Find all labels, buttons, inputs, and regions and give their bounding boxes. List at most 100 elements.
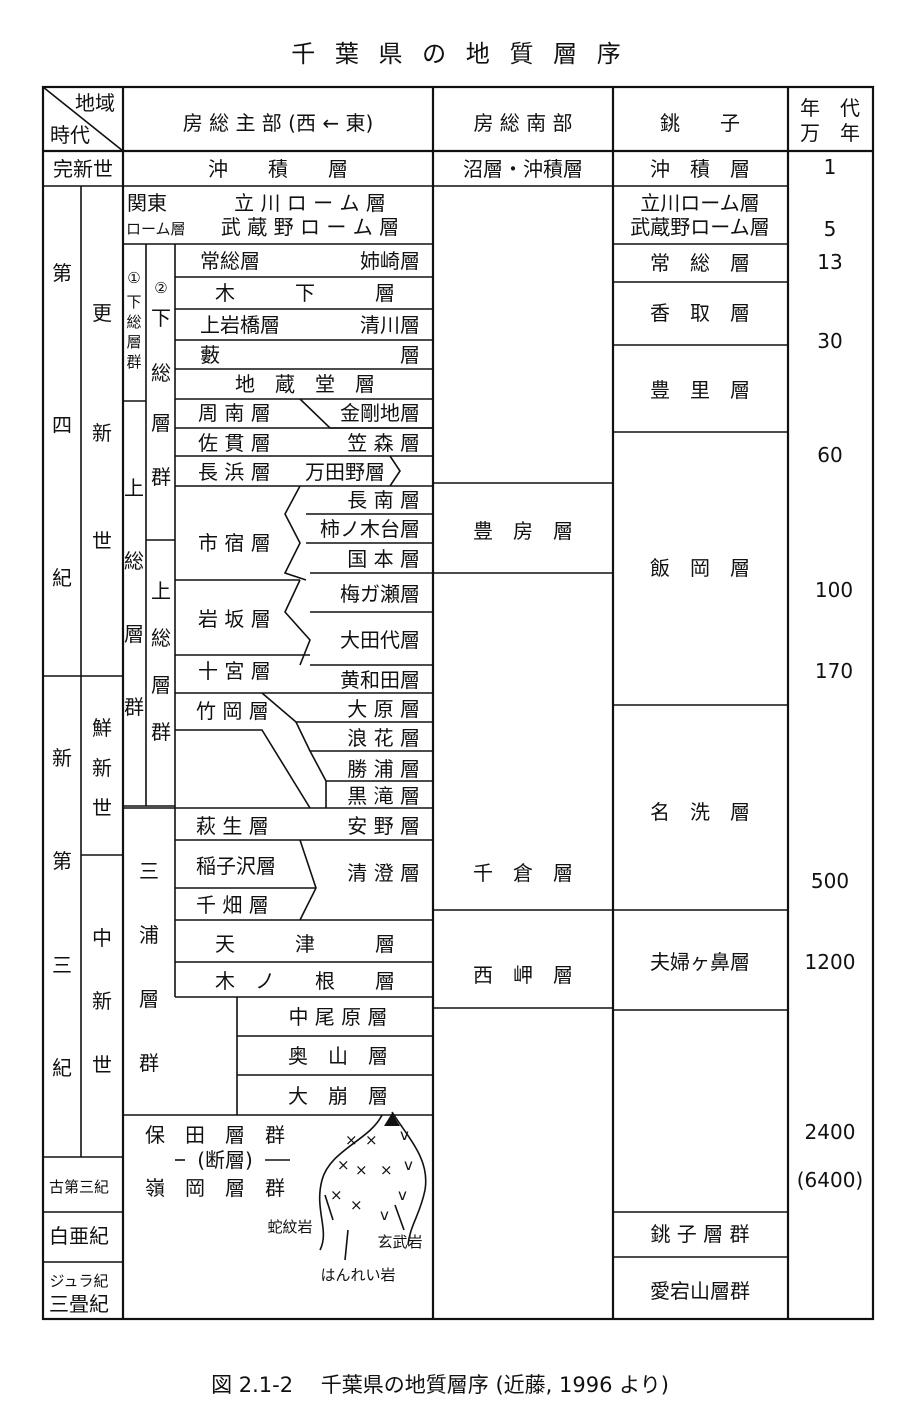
v-mark: v: [380, 1206, 389, 1224]
south-toyofusa: 豊 房 層: [473, 519, 573, 543]
group-kazusa-b: 層: [151, 673, 171, 697]
layer-kiyosumi: 清 澄 層: [347, 861, 420, 885]
group-shimousa-a: ①: [127, 269, 140, 287]
group-kazusa-a: 総: [124, 549, 144, 573]
group-shimousa-a: 下: [126, 293, 141, 311]
layer-okuyama: 奥 山 層: [288, 1044, 388, 1068]
x-mark: ×: [330, 1186, 343, 1204]
group-kazusa-b: 総: [151, 626, 171, 650]
era-shindaisanki: 三: [52, 953, 72, 977]
group-kanto-1: 関東: [127, 191, 167, 215]
choshi-tachikawa: 立川ローム層: [640, 191, 759, 215]
layer-kiyokawa: 清川層: [360, 313, 420, 337]
layer-chuseki: 沖 積 層: [208, 157, 348, 181]
group-shimousa-b: ②: [154, 279, 167, 297]
x-mark: ×: [345, 1131, 358, 1149]
intrusion-apex: [384, 1113, 400, 1126]
x-mark: ×: [355, 1161, 368, 1179]
diagram-title: 千 葉 県 の 地 質 層 序: [291, 40, 626, 68]
era-shindaisanki: 新: [52, 746, 72, 770]
header-chiiki: 地域: [75, 91, 115, 115]
era-daiyonki: 第: [52, 261, 72, 285]
age-100: 100: [815, 578, 853, 602]
layer-kowada: 黄和田層: [340, 668, 420, 692]
layer-kokumoto: 国 本 層: [347, 547, 420, 571]
era-shindaisanki: 第: [52, 849, 72, 873]
label-gabbro: はんれい岩: [320, 1266, 395, 1284]
header-jidai: 時代: [50, 123, 90, 147]
layer-inakozawa: 稲子沢層: [196, 854, 276, 878]
layer-namihana: 浪 花 層: [347, 726, 420, 750]
layer-hagyu: 萩 生 層: [196, 814, 269, 838]
period-jurakki: ジュラ紀: [50, 1272, 109, 1290]
layer-okuzure: 大 崩 層: [288, 1084, 388, 1108]
group-shimousa-a: 層: [126, 333, 141, 351]
period-koshinsei: 新: [92, 421, 112, 445]
age-6400: (6400): [797, 1168, 864, 1192]
group-shimousa-b: 群: [151, 465, 171, 489]
layer-anno: 安 野 層: [347, 814, 420, 838]
layer-yabu-suffix: 層: [400, 343, 420, 367]
layer-anegasaki: 姉崎層: [360, 249, 420, 273]
group-miura: 三: [139, 859, 159, 883]
layer-sanuki: 佐 貫 層: [198, 431, 271, 455]
age-2400: 2400: [805, 1120, 856, 1144]
age-1: 1: [824, 155, 837, 179]
mineoka-intrusion: × × × × × × × v v v v: [318, 1111, 427, 1261]
choshi-group: 銚 子 層 群: [650, 1222, 749, 1246]
age-13: 13: [817, 250, 842, 274]
era-shindaisanki: 紀: [52, 1056, 72, 1080]
layer-kasamori: 笠 森 層: [347, 431, 420, 455]
header-boso-main: 房 総 主 部 (西 ← 東): [183, 111, 374, 135]
layer-kakinokidai: 柿ノ木台層: [320, 517, 420, 541]
group-shimousa-b: 総: [151, 361, 171, 385]
south-numa: 沼層・沖積層: [463, 157, 583, 181]
layer-jumiya: 十 宮 層: [198, 659, 271, 683]
period-chushinsei: 新: [92, 989, 112, 1013]
period-chushinsei: 中: [92, 926, 112, 950]
x-mark: ×: [365, 1131, 378, 1149]
choshi-chuseki: 沖 積 層: [650, 157, 750, 181]
v-mark: v: [400, 1126, 409, 1144]
label-basalt: 玄武岩: [377, 1233, 422, 1251]
period-chushinsei: 世: [92, 1053, 112, 1077]
period-sanjoki: 三畳紀: [49, 1292, 109, 1316]
era-daiyonki: 四: [52, 413, 72, 437]
layer-kongochi: 金剛地層: [340, 401, 420, 425]
layer-kioroshi: 木 下 層: [215, 281, 395, 305]
layer-shuunan: 周 南 層: [198, 401, 271, 425]
period-koshinsei: 世: [92, 529, 112, 553]
header-choshi: 銚 子: [660, 111, 740, 135]
layer-umegase: 梅ガ瀬層: [340, 582, 420, 606]
layer-kurotaki: 黒 滝 層: [347, 784, 420, 808]
header-nendai-1: 年 代: [800, 96, 860, 120]
table-grid: [41, 85, 875, 1321]
layer-yabu: 藪: [200, 343, 220, 367]
x-mark: ×: [350, 1196, 363, 1214]
period-senshinsei: 世: [92, 796, 112, 820]
layer-chonan: 長 南 層: [347, 488, 420, 512]
group-miura: 層: [139, 987, 159, 1011]
arrow-serpentinite: [324, 1194, 334, 1221]
choshi-myobugahana: 夫婦ヶ鼻層: [650, 950, 750, 974]
layer-jizodo: 地 蔵 堂 層: [235, 372, 375, 396]
age-170: 170: [815, 659, 853, 683]
south-chikura: 千 倉 層: [473, 861, 573, 885]
arrow-basalt: [394, 1204, 405, 1231]
group-shimousa-a: 群: [126, 353, 141, 371]
age-5: 5: [824, 217, 837, 241]
label-serpentinite: 蛇紋岩: [267, 1218, 312, 1236]
period-senshinsei: 新: [92, 756, 112, 780]
layer-katsuura: 勝 浦 層: [347, 757, 420, 781]
choshi-toyosato: 豊 里 層: [650, 378, 750, 402]
choshi-joso: 常 総 層: [650, 251, 750, 275]
group-shimousa-b: 層: [151, 411, 171, 435]
figure-caption: 図 2.1-2 千葉県の地質層序 (近藤, 1996 より): [211, 1373, 669, 1397]
layer-mineoka: 嶺 岡 層 群: [145, 1176, 285, 1200]
layer-amatsu: 天 津 層: [215, 932, 395, 956]
layer-musashino: 武 蔵 野 ロ ー ム 層: [221, 215, 399, 239]
group-kazusa-a: 層: [124, 622, 144, 646]
age-500: 500: [811, 869, 849, 893]
layer-kinone: 木 ノ 根 層: [215, 969, 395, 993]
